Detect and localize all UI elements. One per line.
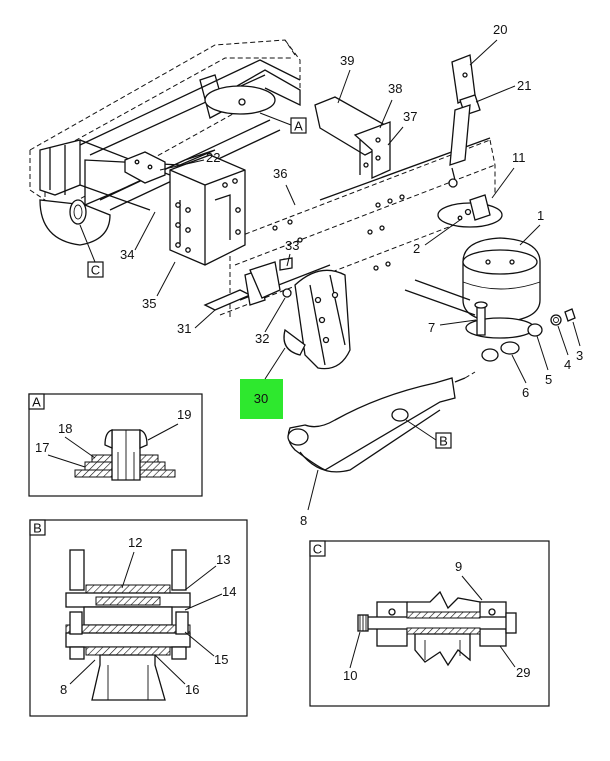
callout-8: 8 [300,513,307,528]
detail-b-callout-12: 12 [128,535,142,550]
callout-32: 32 [255,331,269,346]
callout-38: 38 [388,81,402,96]
axle-tube [404,279,476,316]
callout-3: 3 [576,348,583,363]
trailing-arm [287,371,476,473]
bracket-22 [124,151,166,184]
spring-hanger-30 [283,269,351,370]
main-exploded-view: 30 A C B 1 2 3 4 5 6 7 8 11 20 21 [29,22,583,528]
callout-1: 1 [537,208,544,223]
air-spring-top-plate [437,194,503,228]
bracket-31 [203,257,293,311]
view-ref-b-label: B [439,434,448,449]
detail-a-callout-17: 17 [35,440,49,455]
detail-b-callout-15: 15 [214,652,228,667]
callout-31: 31 [177,321,191,336]
callout-39: 39 [340,53,354,68]
detail-b-callout-13: 13 [216,552,230,567]
detail-c-callout-9: 9 [455,559,462,574]
detail-a-callout-18: 18 [58,421,72,436]
callout-11: 11 [512,150,526,165]
air-spring-hardware [474,301,576,362]
view-ref-a[interactable] [290,117,307,134]
detail-b-tag [29,519,46,536]
detail-b: B 12 13 14 15 16 8 [29,519,248,717]
detail-c-tag [309,540,326,557]
shock-bracket [314,96,391,180]
detail-c-callout-10: 10 [343,668,357,683]
callout-36: 36 [273,166,287,181]
detail-a-tag [28,393,45,410]
callout-20: 20 [493,22,507,37]
detail-b-callout-16: 16 [185,682,199,697]
air-spring [462,237,541,339]
detail-b-callout-8: 8 [60,682,67,697]
callout-7: 7 [428,320,435,335]
detail-a-callout-19: 19 [177,407,191,422]
callout-30: 30 [254,391,268,406]
view-ref-b[interactable] [435,432,452,449]
detail-c-label: C [313,542,322,557]
detail-a-label: A [32,395,41,410]
callout-34: 34 [120,247,134,262]
view-ref-a-label: A [294,119,303,134]
front-spring-hanger [39,199,111,246]
callout-35: 35 [142,296,156,311]
callout-33: 33 [285,238,299,253]
detail-c: C 9 10 29 [309,540,550,707]
view-ref-c-label: C [91,263,100,278]
detail-b-callout-14: 14 [222,584,236,599]
detail-b-label: B [33,521,42,536]
detail-c-callout-29: 29 [516,665,530,680]
shock-absorber [448,54,481,188]
callout-22: 22 [206,150,220,165]
callout-2: 2 [413,241,420,256]
callout-21: 21 [517,78,531,93]
callout-37: 37 [403,109,417,124]
callout-6: 6 [522,385,529,400]
callout-4: 4 [564,357,571,372]
detail-a: A 18 17 19 [28,393,203,497]
left-crossmember-channel [39,139,171,211]
highlight-callout-30[interactable] [240,379,283,419]
callout-5: 5 [545,372,552,387]
view-ref-c[interactable] [87,261,104,278]
